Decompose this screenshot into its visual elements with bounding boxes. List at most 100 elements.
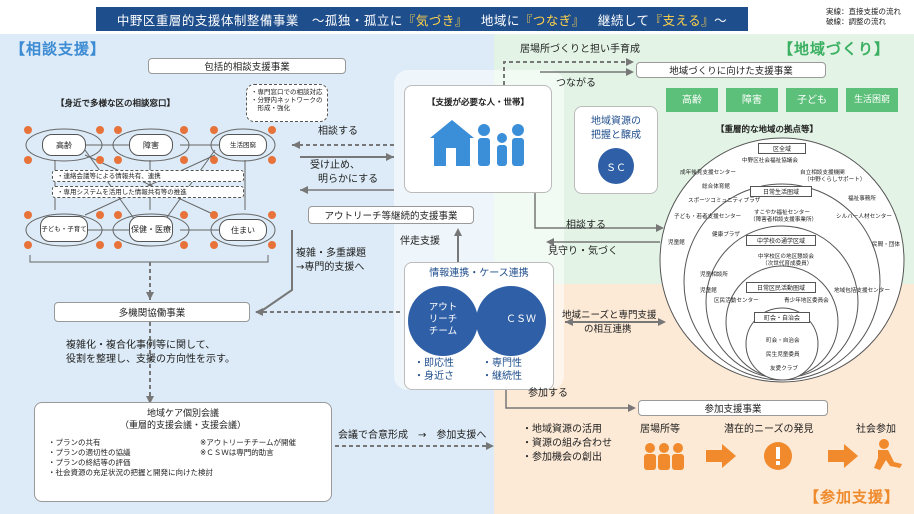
receive-label-2: 明らかにする <box>318 174 379 185</box>
participation-biz-box: 参加支援事業 <box>638 400 828 416</box>
ring-item: 健康プラザ <box>712 232 740 238</box>
outreach-line-1: アウト <box>428 302 458 313</box>
band-system: ・専用システムを活用した情報共有等の推進 <box>52 186 244 198</box>
ring-item: （中野くらしサポート） <box>804 177 866 183</box>
comprehensive-consult-box: 包括的相談支援事業 <box>148 58 346 74</box>
mutual-label-2: の相互連携 <box>584 324 632 335</box>
ring-item: 福祉事務所 <box>848 196 876 202</box>
legend: 実線：直接支援の流れ 破線：調整の流れ <box>826 7 901 27</box>
consult-zone-title: 【相談支援】 <box>10 40 107 58</box>
green-chip-disability: 障害 <box>726 88 778 112</box>
connect-label: つながる <box>556 78 596 89</box>
ring-label-neighborhood: 町会・自治会 <box>754 312 810 323</box>
mutual-label-1: 地域ニーズと専門支援 <box>562 310 657 321</box>
ring-item: 総合体育館 <box>702 184 730 190</box>
meeting-note-2: ※ＣＳＷは専門的助言 <box>200 448 274 457</box>
ring-label-resident-area: 日常区民活動圏域 <box>746 282 816 293</box>
green-chip-poverty: 生活困窮 <box>846 88 898 112</box>
sc-title-2: 把握と醸成 <box>591 130 641 141</box>
ring-item: スポーツコミュニティプラザ <box>688 198 761 204</box>
meeting-note-1: ※アウトリーチチームが開催 <box>200 438 297 447</box>
dashed-note: ・専門窓口での相談対応 ・分野内ネットワークの 形成・強化 <box>246 84 328 122</box>
legend-solid: 実線：直接支援の流れ <box>826 7 901 16</box>
community-zone-title: 【地域づくり】 <box>778 40 891 58</box>
multi-note-1: 複雑化・複合化事例等に関して、 <box>66 340 216 351</box>
ring-item: 児童館 <box>668 240 685 246</box>
outreach-line-3: チーム <box>428 326 458 337</box>
complex-label-1: 複雑・多重課題 <box>296 248 366 259</box>
multi-agency-box: 多機関協働事業 <box>54 302 250 322</box>
ring-item: 区民活動センター <box>714 298 759 304</box>
ring-item: 友愛クラブ <box>770 366 798 372</box>
flow-latent-needs: 潜在的ニーズの発見 <box>724 424 814 435</box>
csw-circle <box>476 286 546 356</box>
flow-social-participation: 社会参加 <box>856 424 896 435</box>
family-house-icon <box>430 120 524 166</box>
ring-item: 自立相談支援機関 <box>800 170 845 176</box>
participate-bullet-2: ・資源の組み合わせ <box>522 438 612 449</box>
meeting-item-2: ・プランの適切性の協議 <box>48 448 131 457</box>
band-info-sharing: ・連絡会議等による情報共有、連携 <box>52 170 244 182</box>
ring-item: 中学校区の地区懇談会 <box>758 254 814 260</box>
csw-trait-2: ・継続性 <box>482 371 522 382</box>
ring-item: 地域包括支援センター <box>834 288 890 294</box>
ring-item: 中野区社会福祉協議会 <box>742 158 798 164</box>
ring-item: 児童相談所 <box>700 272 728 278</box>
ring-item: （次世代育成委員） <box>762 261 813 267</box>
meeting-title-1: 地域ケア個別会議 <box>146 409 219 419</box>
green-chip-elderly: 高齢 <box>666 88 718 112</box>
legend-dashed: 破線：調整の流れ <box>826 17 886 26</box>
participate-bullet-1: ・地域資源の活用 <box>522 424 602 435</box>
accompany-label: 伴走支援 <box>400 236 440 247</box>
participate-bullet-3: ・参加機会の創出 <box>522 452 602 463</box>
hub-title: 【重層的な地域の拠点等】 <box>716 125 819 135</box>
ring-label-daily-area: 日常生活圏域 <box>750 186 812 197</box>
ring-item: 町会・自治会 <box>766 338 800 344</box>
ring-item: シルバー人材センター <box>836 214 892 220</box>
ring-item: （障害者相談支援事業所） <box>750 217 818 223</box>
multi-note-2: 役割を整理し、支援の方向性を示す。 <box>66 354 235 365</box>
meeting-item-1: ・プランの共有 <box>48 438 101 447</box>
page-title: 中野区重層的支援体制整備事業 ～孤独・孤立に『気づき』 地域に『つなぎ』 継続し… <box>96 7 748 31</box>
chip-housing: 住まい <box>219 219 267 241</box>
watch-label: 見守り・気づく <box>548 246 618 257</box>
chip-poverty: 生活困窮 <box>219 134 267 156</box>
outreach-trait-1: ・即応性 <box>414 358 454 369</box>
outreach-line-2: リーチ <box>428 314 458 325</box>
meeting-item-4: ・社会資源の充足状況の把握と開発に向けた検討 <box>48 468 213 477</box>
green-chip-children: 子ども <box>786 88 838 112</box>
place-making-label: 居場所づくりと担い手育成 <box>520 44 640 55</box>
need-support-card <box>404 85 552 193</box>
need-title: 【支援が必要な人・世帯】 <box>426 98 529 108</box>
community-consult-label: 相談する <box>566 220 606 231</box>
ring-item: 青少年地区委員会 <box>784 298 829 304</box>
participate-zone-title: 【参加支援】 <box>804 488 901 506</box>
chip-children: 子ども・子育て <box>40 216 88 242</box>
outreach-business-box: アウトリーチ等継続的支援事業 <box>308 206 474 224</box>
ring-label-school-district: 中学校の通学区域 <box>746 235 816 246</box>
ring-item: 子ども・若者支援センター <box>674 214 742 220</box>
participation-flow-icons <box>644 439 902 470</box>
sc-title-1: 地域資源の <box>591 116 641 127</box>
community-biz-box: 地域づくりに向けた支援事業 <box>636 62 826 78</box>
chip-disability: 障害 <box>129 134 173 156</box>
meeting-item-3: ・プランの終結等の評価 <box>48 458 131 467</box>
participate-label: 参加する <box>528 388 568 399</box>
receive-label-1: 受け止め、 <box>310 160 360 171</box>
meeting-title-2: （重層的支援会議・支援会議） <box>119 421 246 431</box>
csw-trait-1: ・専門性 <box>482 358 522 369</box>
outreach-team-circle <box>408 286 478 356</box>
chip-elderly: 高齢 <box>42 134 86 156</box>
csw-label: ＣＳＷ <box>506 314 536 325</box>
complex-label-2: →専門的支援へ <box>296 262 365 273</box>
sc-circle: ＳＣ <box>598 148 634 184</box>
flow-place: 居場所等 <box>640 424 680 435</box>
ring-item: すこやか福祉センター <box>754 210 810 216</box>
consensus-label: 会議で合意形成 → 参加支援へ <box>338 430 487 441</box>
link-title: 情報連携・ケース連携 <box>429 268 529 279</box>
ring-item: 成年後見支援センター <box>680 170 736 176</box>
ring-item: 児童館 <box>700 288 717 294</box>
consult-label-left: 相談する <box>318 126 358 137</box>
chip-health: 保健・医療 <box>129 216 173 242</box>
